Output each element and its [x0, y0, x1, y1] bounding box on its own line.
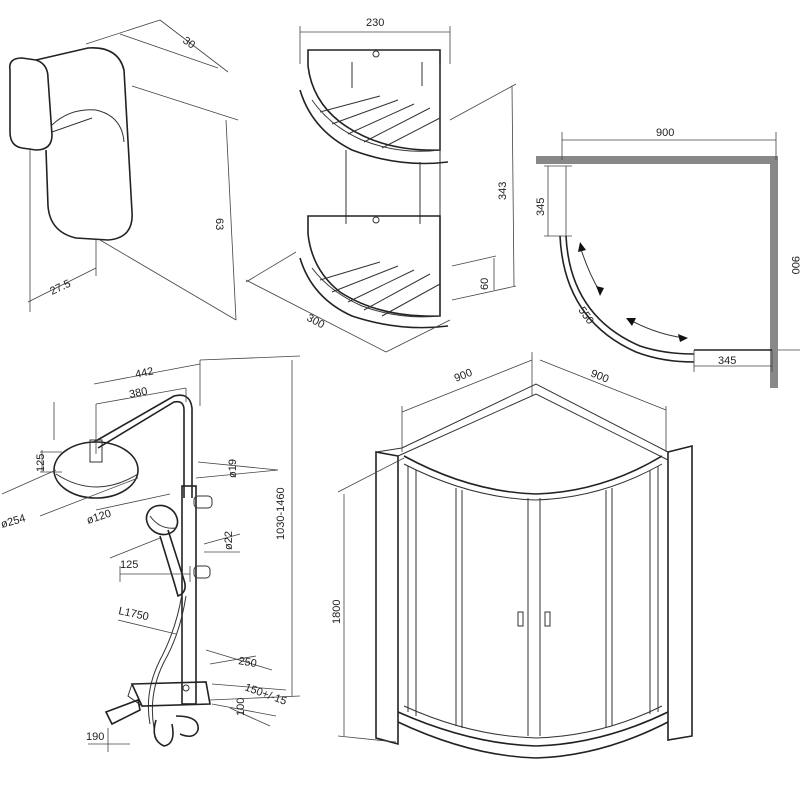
enclosure-width-right-label: 900 [589, 368, 611, 386]
shower-hand-offset-label: 125 [120, 559, 138, 571]
enclosure-width-left-label: 900 [453, 367, 475, 385]
shower-enclosure-drawing: 900 900 1800 [331, 352, 693, 759]
plan-side-label: 900 [789, 256, 800, 274]
shower-height-range-label: 1030-1460 [275, 487, 287, 540]
shelf-depth-label: 300 [305, 312, 327, 331]
shower-head-height-label: 125 [35, 454, 47, 472]
hook-width-label: 27.5 [48, 278, 72, 298]
hook-height-label: 63 [213, 218, 225, 230]
shower-hose-label: L1750 [117, 605, 149, 623]
shower-thermostat-depth-label: 250 [237, 655, 257, 670]
enclosure-height-label: 1800 [331, 600, 343, 624]
enclosure-plan-view: 900 900 345 550 345 [535, 127, 800, 388]
plan-width-label: 900 [656, 127, 674, 139]
shelf-width-label: 230 [366, 17, 384, 29]
plan-radius-label: 550 [576, 305, 596, 327]
plan-top-offset-label: 345 [535, 198, 547, 216]
hook-depth-label: 30 [180, 35, 197, 52]
shower-head-diameter-label: ø254 [0, 512, 27, 530]
shower-thermostat-height-label: 100 [235, 698, 247, 716]
shower-bar-label: ø22 [223, 531, 235, 550]
shower-pipe-label: ø19 [227, 459, 239, 478]
shower-spout-label: 190 [86, 731, 104, 743]
shower-thermostat-center-label: 150+/-15 [243, 682, 288, 708]
shower-hand-diameter-label: ø120 [85, 508, 113, 527]
hook-drawing: 30 63 27.5 [8, 19, 239, 321]
plan-bottom-offset-label: 345 [718, 355, 736, 367]
shelf-tier-label: 60 [479, 278, 491, 290]
shelf-height-label: 343 [497, 182, 509, 200]
shower-arm-label: 380 [128, 385, 148, 401]
shower-system-drawing: 442 380 125 ø19 ø254 ø120 ø22 125 1030-1… [0, 355, 301, 752]
corner-shelf-drawing: 230 343 300 60 [245, 17, 517, 353]
shower-total-reach-label: 442 [134, 365, 154, 381]
